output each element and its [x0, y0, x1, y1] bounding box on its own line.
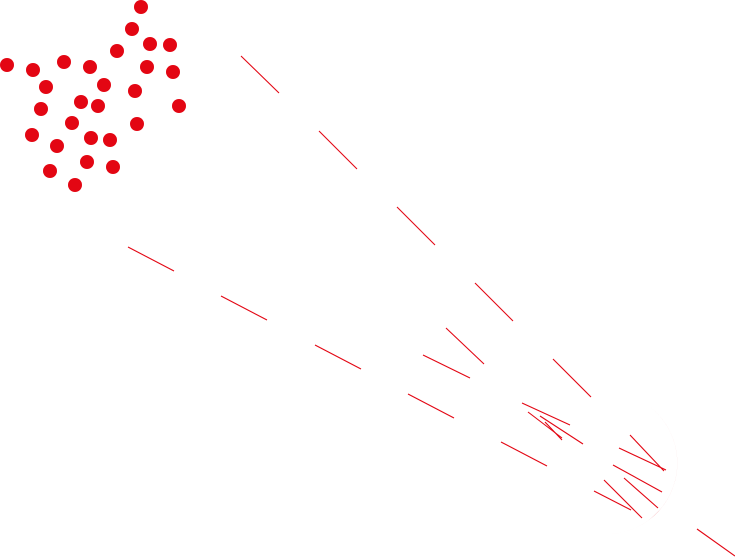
trajectory-dash: [474, 282, 514, 322]
dot: [172, 99, 186, 113]
trajectory-dash: [552, 358, 592, 398]
trajectory-dash: [612, 464, 663, 493]
dot: [26, 63, 40, 77]
dot: [25, 128, 39, 142]
trajectory-dash: [593, 490, 632, 511]
trajectory-dash: [127, 246, 175, 272]
trajectory-dash: [445, 327, 485, 365]
dot: [80, 155, 94, 169]
dot: [68, 178, 82, 192]
dot: [39, 80, 53, 94]
dot: [97, 78, 111, 92]
trajectory-dash: [623, 477, 659, 509]
dot: [128, 84, 142, 98]
trajectory-dash: [521, 402, 571, 426]
trajectory-dash: [603, 479, 643, 519]
trajectory-dash: [500, 441, 548, 467]
dot: [103, 133, 117, 147]
trajectory-dash: [220, 295, 268, 321]
dot: [134, 0, 148, 14]
dot: [43, 164, 57, 178]
dot: [50, 139, 64, 153]
dot: [0, 58, 14, 72]
trajectory-dash: [407, 393, 455, 419]
dot: [65, 116, 79, 130]
trajectory-dash: [544, 421, 563, 441]
trajectory-dash: [396, 206, 436, 246]
dot: [84, 131, 98, 145]
dot: [57, 55, 71, 69]
dot: [130, 117, 144, 131]
dot: [125, 22, 139, 36]
trajectory-dash: [618, 447, 667, 471]
trajectory-dash: [696, 528, 735, 557]
trajectory-dash: [240, 55, 280, 94]
dot: [74, 95, 88, 109]
dot: [166, 65, 180, 79]
trajectory-dash: [539, 415, 584, 445]
small-crescent-icon: [497, 373, 545, 430]
trajectory-dash: [314, 344, 362, 370]
trajectory-dash: [318, 130, 358, 170]
trajectory-dash: [422, 354, 471, 379]
dot: [163, 38, 177, 52]
dot: [110, 44, 124, 58]
dot: [143, 37, 157, 51]
dashed-trajectory-lines: [127, 55, 735, 557]
dot: [83, 60, 97, 74]
dot: [34, 102, 48, 116]
dot: [91, 99, 105, 113]
dot-cluster-icon: [0, 0, 186, 192]
dot: [140, 60, 154, 74]
trajectory-dash: [629, 434, 665, 472]
dot: [106, 160, 120, 174]
